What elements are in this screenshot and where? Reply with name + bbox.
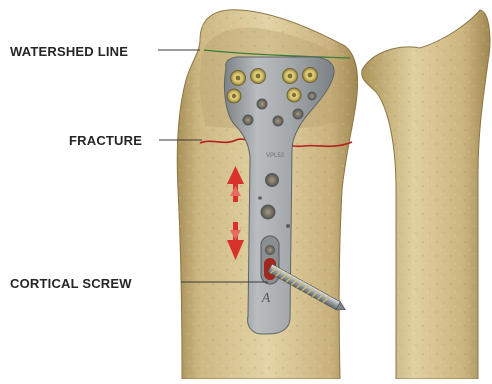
cortical-screw-label: CORTICAL SCREW bbox=[10, 276, 132, 292]
fracture-label: FRACTURE bbox=[69, 133, 142, 149]
plate-logo: A bbox=[261, 291, 271, 306]
fibula bbox=[362, 10, 490, 379]
plate-code: VPL53 bbox=[266, 153, 285, 159]
watershed-line-label: WATERSHED LINE bbox=[10, 44, 128, 60]
